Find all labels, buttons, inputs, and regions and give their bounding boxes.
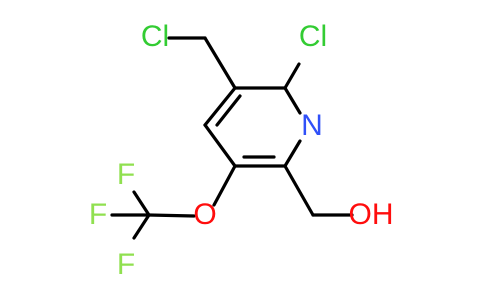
atom-label-n: N [301,109,323,142]
atom-label-cl-chloromethyl: Cl [141,20,169,53]
atom-label-o-ether: O [193,198,216,231]
bond-n-c6 [283,139,302,168]
bond-cf3-f-bottom [132,213,151,240]
bond-ch2-c3 [203,36,237,90]
bond-o-cf3 [147,213,196,218]
atom-label-f-top: F [117,158,135,191]
atom-label-f-bottom: F [117,248,135,281]
bond-cf3-f-top [132,190,151,217]
bond-c5-o [212,164,237,207]
atom-label-oh: OH [349,198,394,231]
bond-c2-cl [283,62,301,90]
bond-c4-c3 [203,86,237,127]
atom-label-f-left: F [89,198,107,231]
bond-c5-c4 [203,123,237,168]
bond-c6-ch2oh [283,164,315,217]
atom-label-cl-ring: Cl [299,20,327,53]
bond-c4-c3-inner [215,94,242,127]
bond-c2-n [283,86,302,115]
